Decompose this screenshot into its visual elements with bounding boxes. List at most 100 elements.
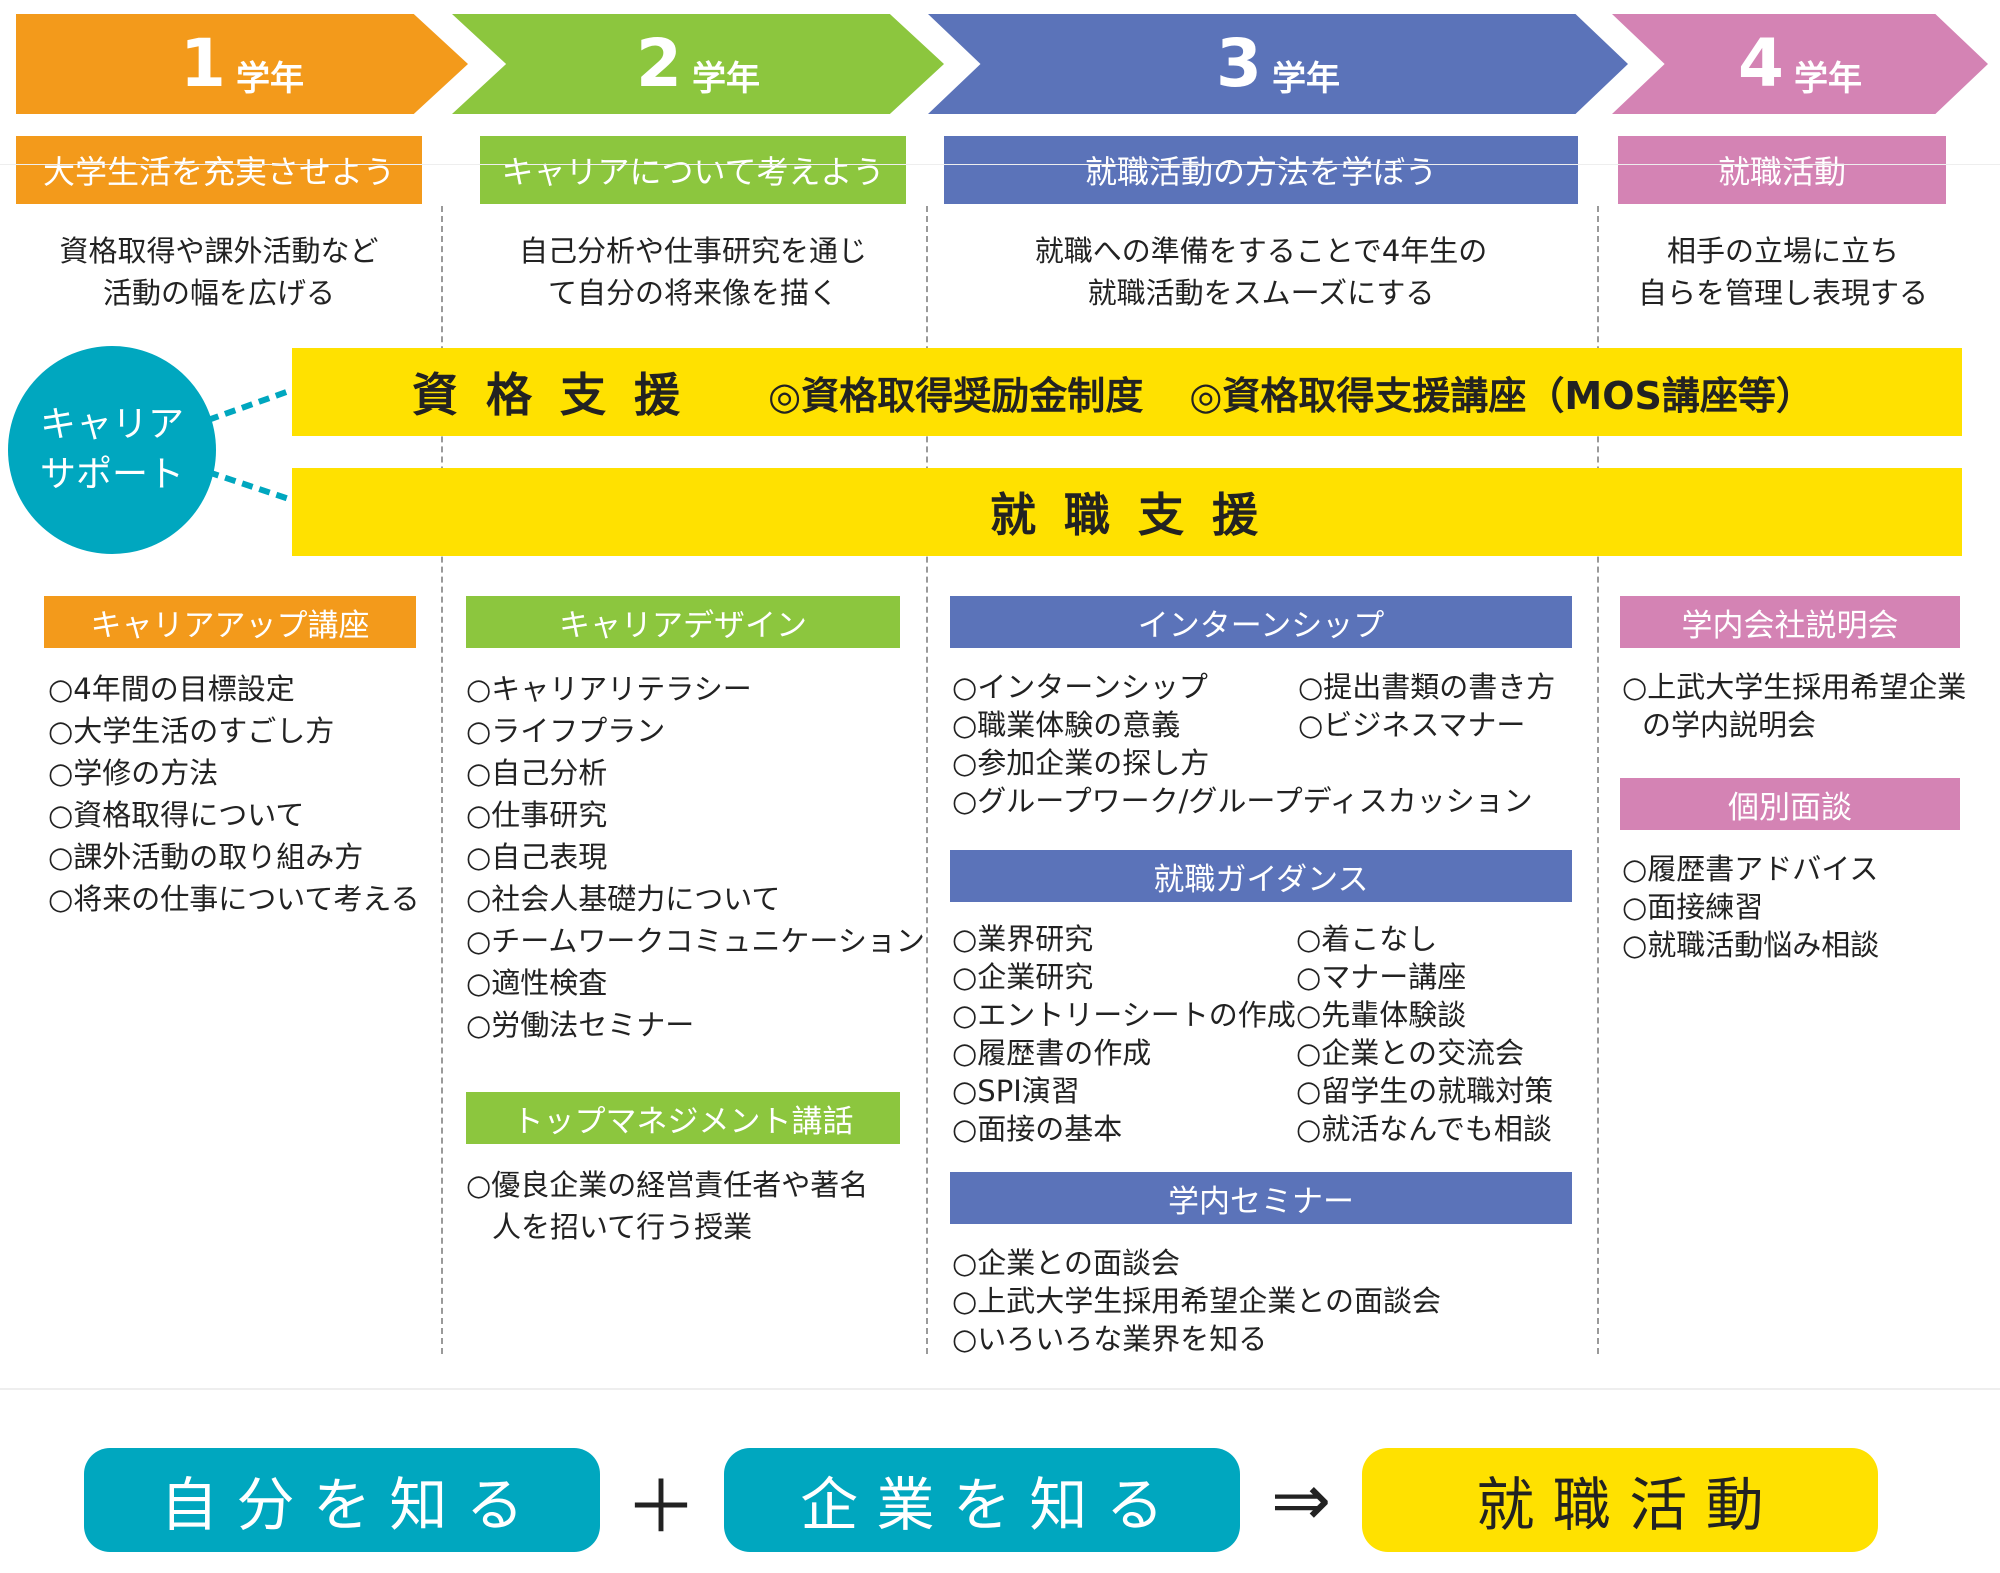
career-support-circle: キャリア サポート (8, 346, 216, 554)
year-3-number: 3 (1216, 25, 1262, 102)
job-guidance-list-right: ○着こなし ○マナー講座 ○先輩体験談 ○企業との交流会 ○留学生の就職対策 ○… (1296, 920, 1553, 1148)
description-year-1-line-2: 活動の幅を広げる (102, 276, 335, 310)
shikaku-support-title: 資 格 支 援 (412, 368, 687, 422)
internship-item: ○職業体験の意義 (952, 708, 1181, 742)
implies-arrow: ⇒ (1270, 1458, 1332, 1542)
campus-seminar-item: ○企業との面談会 (952, 1246, 1181, 1280)
shikaku-item-incentive: ◎資格取得奨励金制度 (768, 373, 1144, 418)
column-divider-1 (441, 206, 443, 1354)
section-header-job-guidance: 就職ガイダンス (950, 850, 1572, 902)
job-guidance-item: ○面接の基本 (952, 1112, 1123, 1146)
shushoku-support-title: 就 職 支 援 (989, 488, 1265, 542)
career-up-item: ○将来の仕事について考える (48, 882, 420, 916)
internship-list-left: ○インターンシップ ○職業体験の意義 ○参加企業の探し方 ○グループワーク/グル… (952, 668, 1533, 820)
job-guidance-item: ○企業との交流会 (1296, 1036, 1525, 1070)
career-design-item: ○適性検査 (466, 966, 608, 1000)
section-header-top-management: トップマネジメント講話 (466, 1092, 900, 1144)
column-divider-2 (926, 206, 928, 1354)
year-2-unit: 学年 (691, 58, 760, 99)
campus-seminar-list: ○企業との面談会 ○上武大学生採用希望企業との面談会 ○いろいろな業界を知る (952, 1244, 1441, 1358)
year-3-unit: 学年 (1271, 58, 1340, 99)
campus-seminar-item: ○いろいろな業界を知る (952, 1322, 1268, 1356)
section-header-individual-interview: 個別面談 (1620, 778, 1960, 830)
description-year-4-line-1: 相手の立場に立ち (1666, 234, 1899, 268)
career-up-item: ○4年間の目標設定 (48, 672, 295, 706)
description-year-2: 自己分析や仕事研究を通じ て自分の将来像を描く (460, 230, 926, 314)
job-guidance-item: ○留学生の就職対策 (1296, 1074, 1554, 1108)
bottom-separator (0, 1388, 2000, 1390)
description-year-1-line-1: 資格取得や課外活動など (59, 234, 379, 268)
career-up-list: ○4年間の目標設定 ○大学生活のすごし方 ○学修の方法 ○資格取得について ○課… (48, 668, 420, 920)
job-guidance-item: ○業界研究 (952, 922, 1094, 956)
career-design-list: ○キャリアリテラシー ○ライフプラン ○自己分析 ○仕事研究 ○自己表現 ○社会… (466, 668, 925, 1046)
know-companies-pill: 企 業 を 知 る (724, 1448, 1240, 1552)
internship-item: ○ビジネスマナー (1298, 708, 1526, 742)
theme-year-1: 大学生活を充実させよう (16, 136, 422, 204)
career-up-item: ○大学生活のすごし方 (48, 714, 335, 748)
column-divider-3 (1597, 206, 1599, 1354)
internship-item: ○インターンシップ (952, 670, 1208, 704)
description-year-3-line-1: 就職への準備をすることで4年生の (1034, 234, 1488, 268)
year-1-unit: 学年 (235, 58, 304, 99)
plus-sign: ＋ (624, 1464, 697, 1549)
top-management-item: 人を招いて行う授業 (492, 1210, 753, 1244)
individual-interview-item: ○就職活動悩み相談 (1622, 928, 1880, 962)
connector-to-shushoku (207, 469, 293, 503)
know-yourself-pill: 自 分 を 知 る (84, 1448, 600, 1552)
career-support-line-1: キャリア (39, 404, 184, 445)
theme-year-4: 就職活動 (1618, 136, 1946, 204)
career-design-item: ○チームワークコミュニケーション (466, 924, 925, 958)
shikaku-item-course: ◎資格取得支援講座（MOS講座等） (1189, 373, 1814, 418)
section-header-career-design: キャリアデザイン (466, 596, 900, 648)
section-header-campus-seminar: 学内セミナー (950, 1172, 1572, 1224)
company-briefing-item: の学内説明会 (1642, 708, 1817, 742)
career-design-item: ○自己表現 (466, 840, 608, 874)
theme-year-2: キャリアについて考えよう (480, 136, 906, 204)
career-support-connectors (206, 387, 294, 503)
top-separator (0, 164, 2000, 165)
career-design-item: ○ライフプラン (466, 714, 666, 748)
job-guidance-item: ○企業研究 (952, 960, 1094, 994)
year-4-number: 4 (1738, 25, 1784, 102)
job-guidance-item: ○マナー講座 (1296, 960, 1467, 994)
company-briefing-list: ○上武大学生採用希望企業 の学内説明会 (1622, 668, 1966, 744)
career-up-item: ○資格取得について (48, 798, 305, 832)
job-guidance-list-left: ○業界研究 ○企業研究 ○エントリーシートの作成 ○履歴書の作成 ○SPI演習 … (952, 920, 1296, 1148)
job-guidance-item: ○SPI演習 (952, 1074, 1080, 1108)
career-design-item: ○仕事研究 (466, 798, 608, 832)
internship-item: ○参加企業の探し方 (952, 746, 1210, 780)
job-guidance-item: ○履歴書の作成 (952, 1036, 1152, 1070)
company-briefing-item: ○上武大学生採用希望企業 (1622, 670, 1967, 704)
individual-interview-list: ○履歴書アドバイス ○面接練習 ○就職活動悩み相談 (1622, 850, 1879, 964)
job-guidance-item: ○先輩体験談 (1296, 998, 1467, 1032)
top-management-list: ○優良企業の経営責任者や著名 人を招いて行う授業 (466, 1164, 868, 1248)
career-design-item: ○自己分析 (466, 756, 608, 790)
theme-year-3: 就職活動の方法を学ぼう (944, 136, 1578, 204)
connector-to-shikaku (206, 387, 294, 423)
internship-item: ○提出書類の書き方 (1298, 670, 1556, 704)
career-up-item: ○課外活動の取り組み方 (48, 840, 364, 874)
individual-interview-item: ○面接練習 (1622, 890, 1764, 924)
top-management-item: ○優良企業の経営責任者や著名 (466, 1168, 869, 1202)
job-guidance-item: ○着こなし (1296, 922, 1438, 956)
shushoku-support-band: 就 職 支 援 (292, 468, 1962, 556)
description-year-2-line-2: て自分の将来像を描く (547, 276, 838, 310)
career-design-item: ○キャリアリテラシー (466, 672, 752, 706)
description-year-4: 相手の立場に立ち 自らを管理し表現する (1600, 230, 1966, 314)
career-design-item: ○社会人基礎力について (466, 882, 781, 916)
career-design-item: ○労働法セミナー (466, 1008, 695, 1042)
description-year-2-line-1: 自己分析や仕事研究を通じ (518, 234, 867, 268)
description-year-3: 就職への準備をすることで4年生の 就職活動をスムーズにする (944, 230, 1578, 314)
year-2-number: 2 (636, 25, 682, 102)
internship-list-right: ○提出書類の書き方 ○ビジネスマナー (1298, 668, 1555, 744)
career-support-line-2: サポート (39, 454, 184, 495)
description-year-1: 資格取得や課外活動など 活動の幅を広げる (16, 230, 422, 314)
individual-interview-item: ○履歴書アドバイス (1622, 852, 1879, 886)
year-4-unit: 学年 (1793, 58, 1862, 99)
job-hunting-pill: 就 職 活 動 (1362, 1448, 1878, 1552)
section-header-internship: インターンシップ (950, 596, 1572, 648)
description-year-4-line-2: 自らを管理し表現する (1637, 276, 1928, 310)
